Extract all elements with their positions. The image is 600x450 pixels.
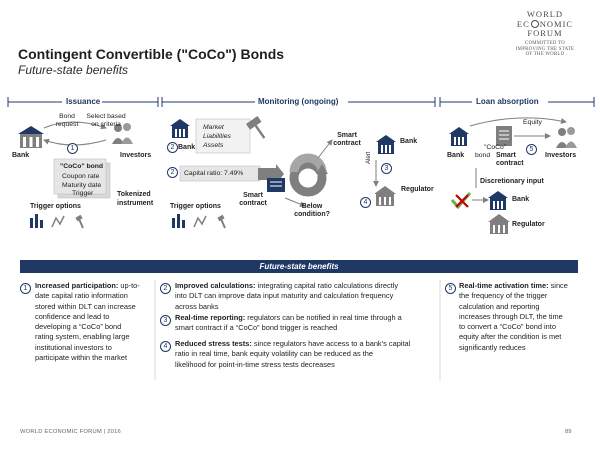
page-number: 89 xyxy=(565,429,572,435)
smart-contract-icon xyxy=(267,178,285,192)
page-title: Contingent Convertible ("CoCo") Bonds xyxy=(18,46,285,62)
maturity-date-field: Maturity date xyxy=(62,182,102,189)
discretionary-regulator-label: Regulator xyxy=(512,221,545,228)
trigger-field: Trigger xyxy=(72,190,94,197)
benefit-3-badge: 3 xyxy=(160,315,171,326)
balance-sheet-box xyxy=(195,118,251,154)
monitoring-trigger-options-label: Trigger options xyxy=(170,203,221,210)
benefit-2-badge: 2 xyxy=(160,283,171,294)
capital-ratio-value: Capital ratio: 7.49% xyxy=(184,170,244,177)
time-label: Time xyxy=(307,173,318,179)
select-criteria-label: Select based on criteria xyxy=(86,113,126,128)
monitoring-bank-icon xyxy=(170,119,190,138)
trigger-options-icons xyxy=(30,214,84,229)
footer-org: WORLD ECONOMIC FORUM | 2016 xyxy=(20,429,121,435)
absorption-bank-icon xyxy=(449,127,469,146)
discretionary-input-label: Discretionary input xyxy=(480,178,544,185)
absorption-investors-label: Investors xyxy=(545,152,577,159)
benefit-4-badge: 4 xyxy=(160,341,171,352)
monitoring-regulator-label: Regulator xyxy=(401,186,434,193)
time-cycle-icon xyxy=(289,153,328,197)
coco-bond-card xyxy=(53,158,111,199)
monitoring-bank-label: Bank xyxy=(178,144,196,151)
benefit-5-text: Real-time activation time: since the fre… xyxy=(459,281,568,352)
alert-bank-label: Bank xyxy=(400,138,418,145)
step-3-badge: 3 xyxy=(381,163,392,174)
gavel-icon xyxy=(246,115,266,139)
benefit-5-badge: 5 xyxy=(445,283,456,294)
top-smart-contract-label: Smart contract xyxy=(333,132,361,147)
benefit-2-text: Improved calculations: integrating capit… xyxy=(175,281,399,311)
tokenized-instrument-label: Tokenized instrument xyxy=(117,191,154,207)
monitoring-trigger-icons xyxy=(172,214,226,229)
investors-icon xyxy=(112,123,133,144)
regulator-icon xyxy=(374,186,396,206)
coco-label: "CoCo" xyxy=(484,144,507,151)
step-5-badge: 5 xyxy=(526,144,537,155)
alert-bank-icon xyxy=(376,135,396,154)
cross-icon xyxy=(455,194,469,208)
benefit-4-text: Reduced stress tests: since regulators h… xyxy=(175,339,411,369)
below-condition-label: Below condition? xyxy=(294,203,330,218)
absorption-bond-label: bond xyxy=(475,152,491,159)
step-2-badge-top: 2 xyxy=(167,142,178,153)
section-loan-absorption: Loan absorption xyxy=(476,97,539,106)
coco-bond-title: "CoCo" bond xyxy=(60,163,104,170)
benefits-banner: Future-state benefits xyxy=(20,260,578,273)
section-rules xyxy=(7,97,595,107)
discretionary-bank-label: Bank xyxy=(512,196,530,203)
issuance-bank-label: Bank xyxy=(12,152,30,159)
benefit-3-text: Real-time reporting: regulators can be n… xyxy=(175,313,402,333)
section-monitoring: Monitoring (ongoing) xyxy=(258,97,339,106)
absorption-smart-label: Smart xyxy=(496,152,516,159)
absorption-bank-label: Bank xyxy=(447,152,465,159)
globe-icon xyxy=(530,20,539,28)
discretionary-regulator-icon xyxy=(488,214,510,234)
absorption-contract-label: contract xyxy=(496,160,524,167)
coupon-rate-field: Coupon rate xyxy=(62,173,100,180)
step-2-badge: 2 xyxy=(167,167,178,178)
benefit-1-text: Increased participation: up-to- date cap… xyxy=(35,281,140,363)
equity-label: Equity xyxy=(523,119,542,126)
issuance-investors-label: Investors xyxy=(120,152,152,159)
absorption-investors-icon xyxy=(556,127,577,148)
balance-sheet-labels: Market Liabilities Assets xyxy=(203,124,231,149)
bank-icon xyxy=(18,126,44,148)
absorption-contract-icon xyxy=(496,126,512,146)
bond-request-label: Bond request xyxy=(55,113,79,128)
benefit-1-badge: 1 xyxy=(20,283,31,294)
step-1-badge: 1 xyxy=(67,143,78,154)
alert-label: Alert xyxy=(366,151,372,164)
discretionary-bank-icon xyxy=(488,191,508,210)
mid-smart-contract-label: Smart contract xyxy=(239,192,267,207)
step-4-badge: 4 xyxy=(360,197,371,208)
issuance-trigger-options-label: Trigger options xyxy=(30,203,81,210)
page-subtitle: Future-state benefits xyxy=(18,63,129,77)
section-issuance: Issuance xyxy=(66,97,101,106)
